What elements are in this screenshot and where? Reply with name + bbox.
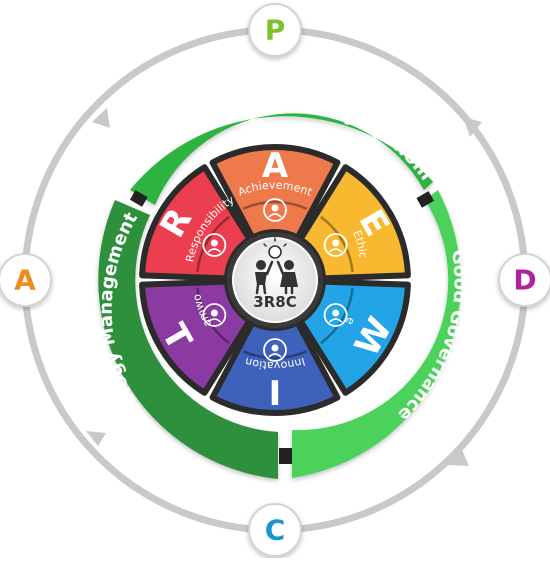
band-philosophy (130, 113, 434, 205)
center-hub: 3R8C (227, 232, 323, 328)
medal-icon (263, 198, 287, 222)
segment-ring-line (320, 288, 354, 345)
segment-ring-line (242, 200, 308, 210)
network-icon (323, 303, 348, 327)
pdca-node-p: P (248, 3, 302, 57)
pdca-node-d: D (498, 253, 550, 307)
segment-responsibility: R (139, 164, 253, 282)
cycle-arrow-icon (92, 108, 110, 128)
pdca-letter: D (513, 264, 536, 297)
band-technology (98, 200, 278, 479)
pdca-node-c: C (248, 503, 302, 557)
pdca-letter: A (14, 264, 36, 297)
pdca-letter: C (265, 514, 286, 547)
segment-label-innovation: Innovation (244, 355, 307, 372)
segment-ring-line (320, 215, 354, 272)
segment-ring-line (196, 288, 230, 345)
cycle-arrow-icon (448, 450, 469, 466)
band-separator (279, 448, 292, 464)
center-label: 3R8C (253, 293, 296, 311)
people-icon (202, 233, 227, 257)
pdca-nodes: P D C A (0, 3, 550, 557)
segment-ring-line (196, 215, 230, 272)
heart-hand-icon (323, 233, 348, 257)
band-good-governance (292, 190, 461, 478)
kids-idea-icon (255, 237, 298, 295)
band-separator (416, 191, 435, 208)
cycle-arrow-icon (391, 56, 482, 137)
team-icon (202, 303, 227, 327)
pdca-node-a: A (0, 253, 52, 307)
pdca-letter: P (265, 14, 286, 47)
band-ring (98, 113, 461, 479)
cycle-arrow-icon (86, 431, 106, 446)
segment-ring-line (242, 350, 308, 360)
segment-letter-achievement: A (262, 146, 289, 186)
segment-letter-innovation: I (269, 374, 282, 414)
band-separator (129, 190, 148, 207)
gears-icon (263, 338, 287, 362)
